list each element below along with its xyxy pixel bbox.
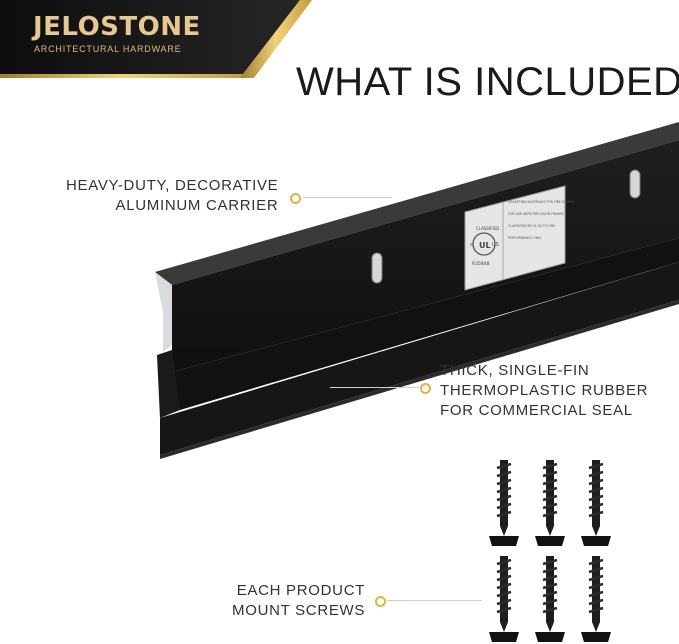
callout-line: ALUMINUM CARRIER: [115, 197, 279, 214]
screw-icon: [581, 556, 611, 642]
brand-logo: JELOSTONE: [33, 12, 201, 42]
ul-mark-icon: [472, 232, 496, 256]
brand-gold-stripe: [240, 0, 312, 78]
callout-leader-line: [302, 197, 392, 198]
callout-screws: EACH PRODUCT MOUNT SCREWS: [232, 581, 365, 621]
callout-dot-icon: [290, 193, 301, 204]
rubber-seal-fin: [160, 262, 679, 455]
sticker-text-line: PERFORMANCE ONLY: [508, 236, 542, 240]
callout-line: THERMOPLASTIC RUBBER: [440, 382, 649, 399]
ul-mark-top: CLASSIFIED: [476, 226, 499, 231]
carrier-lower-flange: [172, 238, 679, 410]
rubber-seal-edge: [160, 300, 679, 459]
callout-carrier: HEAVY-DUTY, DECORATIVE ALUMINUM CARRIER: [66, 176, 278, 216]
mounting-slot: [629, 169, 641, 199]
page-title: WHAT IS INCLUDED: [296, 60, 679, 104]
brand-band-black: [0, 0, 300, 78]
callout-line: MOUNT SCREWS: [232, 602, 366, 619]
ul-label-sticker: [464, 185, 566, 291]
callout-line: HEAVY-DUTY, DECORATIVE: [66, 177, 279, 194]
aluminum-carrier: CLASSIFIED UL c US R35848 GASKETING MATE…: [155, 122, 679, 412]
screw-icon: [535, 460, 565, 546]
mounting-slot: [371, 252, 383, 284]
callout-dot-icon: [420, 383, 431, 394]
carrier-top-edge: [155, 122, 679, 285]
callout-rubber: THICK, SINGLE-FIN THERMOPLASTIC RUBBER F…: [440, 361, 648, 421]
brand-band: [0, 0, 312, 78]
ul-mark-left: c: [470, 242, 473, 248]
brand-tagline: ARCHITECTURAL HARDWARE: [34, 44, 182, 54]
screw-icon: [489, 460, 519, 546]
ul-mark-center: UL: [479, 241, 491, 250]
sticker-text-line: GASKETING MATERIALS FOR FIRE DOORS: [508, 200, 574, 204]
callout-leader-line: [330, 387, 419, 388]
callout-leader-line: [387, 600, 482, 601]
screw-icon: [489, 556, 519, 642]
ul-mark-id: R35848: [472, 261, 490, 267]
callout-line: FOR COMMERCIAL SEAL: [440, 402, 633, 419]
carrier-aluminum-edge: [155, 272, 172, 352]
callout-line: THICK, SINGLE-FIN: [440, 362, 590, 379]
screw-set: [489, 460, 611, 642]
sticker-text-line: FOR USE WITH FIRE DOOR FRAMES: [508, 212, 564, 216]
rubber-seal: [157, 262, 679, 459]
screw-icon: [535, 556, 565, 642]
screw-icon: [581, 460, 611, 546]
sticker-text-line: CLASSIFIED BY UL AS TO FIRE: [508, 224, 555, 228]
rubber-seal-bulb: [157, 350, 180, 418]
callout-dot-icon: [375, 596, 386, 607]
callout-line: EACH PRODUCT: [236, 582, 366, 599]
brand-gold-underline: [0, 74, 243, 78]
ul-mark-right: US: [492, 242, 499, 248]
